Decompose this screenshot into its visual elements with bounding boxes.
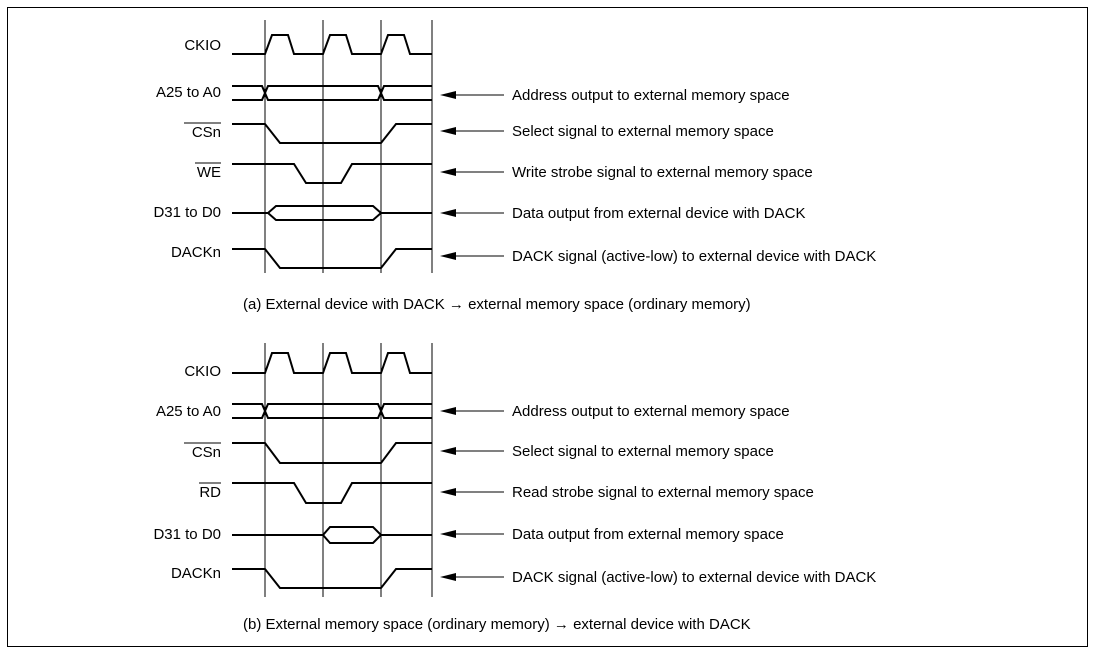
timing-diagram-b: CKIO A25 to A0 CSn RD D31 to D0 DACKn [153, 343, 876, 633]
signal-label-csn: CSn [192, 444, 221, 461]
annotation-dackn: DACK signal (active-low) to external dev… [440, 569, 876, 586]
annotation-dackn: DACK signal (active-low) to external dev… [440, 248, 876, 265]
annotation-text: Write strobe signal to external memory s… [512, 164, 813, 181]
ckio-waveform [232, 352, 432, 374]
signal-label-dackn: DACKn [171, 565, 221, 582]
annotation-text: Address output to external memory space [512, 87, 790, 104]
signal-label-address: A25 to A0 [156, 403, 221, 420]
annotation-rd: Read strobe signal to external memory sp… [440, 484, 814, 501]
signal-label-csn: CSn [192, 124, 221, 141]
annotation-text: Select signal to external memory space [512, 123, 774, 140]
annotation-data: Data output from external device with DA… [440, 205, 805, 222]
annotation-address: Address output to external memory space [440, 87, 790, 104]
annotation-text: DACK signal (active-low) to external dev… [512, 569, 876, 586]
we-waveform [232, 163, 432, 184]
annotation-address: Address output to external memory space [440, 403, 790, 420]
annotation-text: Data output from external memory space [512, 526, 784, 543]
annotation-csn: Select signal to external memory space [440, 123, 774, 140]
annotation-csn: Select signal to external memory space [440, 443, 774, 460]
annotation-text: DACK signal (active-low) to external dev… [512, 248, 876, 265]
annotation-text: Select signal to external memory space [512, 443, 774, 460]
signal-label-data: D31 to D0 [153, 204, 221, 221]
csn-waveform [232, 123, 432, 144]
annotation-text: Address output to external memory space [512, 403, 790, 420]
signal-label-ckio: CKIO [184, 363, 221, 380]
signal-label-dackn: DACKn [171, 244, 221, 261]
signal-label-rd: RD [199, 484, 221, 501]
timing-diagram-a: CKIO A25 to A0 CSn WE D31 to D0 DACKn [153, 20, 876, 313]
annotation-we: Write strobe signal to external memory s… [440, 164, 813, 181]
dackn-waveform [232, 568, 432, 589]
signal-label-data: D31 to D0 [153, 526, 221, 543]
rd-waveform [232, 482, 432, 504]
data-bus-waveform [232, 526, 432, 544]
signal-label-ckio: CKIO [184, 37, 221, 54]
caption-b: (b) External memory space (ordinary memo… [243, 616, 751, 633]
annotation-text: Data output from external device with DA… [512, 205, 805, 222]
annotation-text: Read strobe signal to external memory sp… [512, 484, 814, 501]
caption-a: (a) External device with DACK → external… [243, 296, 751, 313]
address-bus-waveform [232, 403, 432, 419]
annotation-data: Data output from external memory space [440, 526, 784, 543]
signal-label-address: A25 to A0 [156, 84, 221, 101]
dackn-waveform [232, 248, 432, 269]
csn-waveform [232, 442, 432, 464]
data-bus-waveform [232, 205, 432, 221]
address-bus-waveform [232, 85, 432, 101]
figure-frame [7, 7, 1088, 647]
signal-label-we: WE [197, 164, 221, 181]
ckio-waveform [232, 34, 432, 55]
